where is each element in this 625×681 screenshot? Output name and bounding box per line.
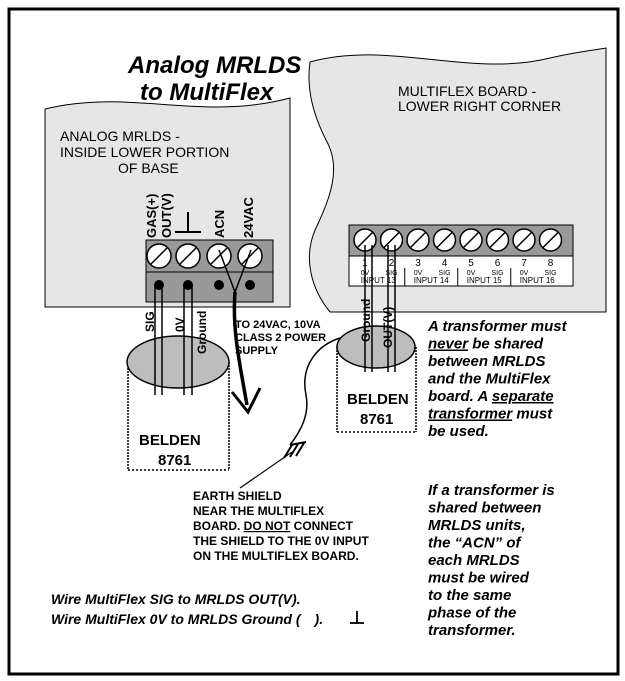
multiflex-wires — [364, 245, 396, 372]
power-supply-arrow — [230, 291, 262, 415]
multiflex-board-label-1: MULTIFLEX BOARD - — [398, 83, 537, 99]
belden-left-line-2: 8761 — [158, 452, 191, 469]
wire-instruction-1: Wire MultiFlex SIG to MRLDS OUT(V). — [51, 591, 301, 607]
mf-terminal-number: 5 — [468, 258, 474, 269]
transformer-note-line-7: be used. — [428, 423, 489, 440]
belden-left-line-1: BELDEN — [139, 432, 201, 449]
earth-shield-pointer — [239, 451, 293, 489]
mf-terminal-label: SIG — [491, 270, 503, 277]
wire-label-sig: SIG — [143, 311, 157, 332]
transformer-note-line-5: board. A separate — [428, 388, 554, 405]
acn-note-line-7: to the same — [428, 587, 511, 604]
mrlds-terminal-label-gas: GAS(+) — [144, 194, 159, 238]
ground-symbol — [175, 212, 201, 233]
mrlds-screw-2 — [175, 243, 201, 269]
transformer-note-line-3: between MRLDS — [428, 353, 546, 370]
mrlds-terminal-block — [145, 239, 274, 303]
mf-terminal-number: 8 — [548, 258, 554, 269]
mrlds-socket-4 — [245, 280, 255, 290]
mrlds-screw-3 — [206, 243, 232, 269]
mf-screw-4 — [432, 228, 457, 252]
mrlds-screw-1 — [146, 243, 172, 269]
earth-shield-wire — [289, 337, 341, 446]
transformer-note-line-1: A transformer must — [427, 318, 568, 335]
mf-terminal-label: SIG — [385, 270, 397, 277]
acn-note-line-4: the “ACN” of — [428, 535, 522, 552]
title-line-2: to MultiFlex — [140, 79, 275, 106]
wire-instruction-2-post: ). — [313, 611, 324, 627]
mrlds-terminal-label-acn: ACN — [212, 210, 227, 238]
mf-screw-8 — [538, 228, 563, 252]
mrlds-board-label-1: ANALOG MRLDS - — [60, 128, 180, 144]
earth-shield-line-5: ON THE MULTIFLEX BOARD. — [193, 549, 359, 563]
mf-terminal-label: 0V — [467, 270, 476, 277]
earth-shield-line-2: NEAR THE MULTIFLEX — [193, 504, 324, 518]
mrlds-screw-4 — [237, 243, 263, 269]
power-supply-label-2: CLASS 2 POWER — [235, 332, 326, 344]
transformer-note-line-6: transformer must — [428, 406, 553, 423]
acn-note-line-2: shared between — [428, 500, 541, 517]
wire-label-0v: 0V — [173, 317, 187, 332]
acn-note-line-5: each MRLDS — [428, 552, 520, 569]
mf-terminal-number: 6 — [495, 258, 501, 269]
mrlds-wires — [154, 249, 252, 395]
mf-terminal-number: 3 — [415, 258, 421, 269]
earth-symbol-icon — [283, 441, 307, 459]
mf-wire-label-out: OUT(V) — [381, 307, 395, 348]
mf-terminal-number: 7 — [521, 258, 527, 269]
diagram-frame — [7, 7, 620, 676]
title-line-1: Analog MRLDS — [127, 52, 301, 79]
mf-terminal-number: 4 — [442, 258, 448, 269]
mf-input-label: INPUT 16 — [520, 276, 556, 285]
acn-note-line-3: MRLDS units, — [428, 517, 526, 534]
acn-note-line-6: must be wired — [428, 570, 530, 587]
power-supply-label-1: TO 24VAC, 10VA — [235, 319, 321, 331]
mf-screw-3 — [406, 228, 430, 252]
transformer-note-line-4: and the MultiFlex — [428, 371, 551, 388]
mrlds-socket-3 — [214, 280, 224, 290]
wire-instruction-2: Wire MultiFlex 0V to MRLDS Ground (). — [51, 611, 323, 627]
belden-cable-left — [126, 335, 230, 471]
belden-right-line-1: BELDEN — [347, 391, 409, 408]
earth-shield-line-4: THE SHIELD TO THE 0V INPUT — [193, 534, 369, 548]
mf-terminal-label: SIG — [438, 270, 450, 277]
wire-label-ground: Ground — [195, 311, 209, 354]
acn-note-line-8: phase of the — [427, 605, 516, 622]
mrlds-socket-2 — [183, 280, 193, 290]
acn-note-line-9: transformer. — [428, 622, 516, 639]
earth-shield-line-1: EARTH SHIELD — [193, 489, 282, 503]
earth-shield-line-3: BOARD. DO NOT CONNECT — [193, 519, 354, 533]
mf-screw-7 — [512, 228, 536, 252]
transformer-note-line-2: never be shared — [428, 336, 544, 353]
wire-instruction-2-pre: Wire MultiFlex 0V to MRLDS Ground ( — [51, 611, 302, 627]
mf-terminal-label: 0V — [414, 270, 423, 277]
mf-screw-2 — [379, 228, 404, 252]
mf-screw-5 — [459, 228, 483, 252]
acn-note-line-1: If a transformer is — [428, 482, 555, 499]
ground-inline-icon — [350, 611, 364, 624]
mrlds-terminal-label-24vac: 24VAC — [241, 196, 256, 238]
belden-right-line-2: 8761 — [360, 411, 393, 428]
mf-input-label: INPUT 15 — [467, 276, 503, 285]
mrlds-board-label-2: INSIDE LOWER PORTION — [60, 144, 229, 160]
mf-input-label: INPUT 14 — [414, 276, 450, 285]
mf-terminal-label: 0V — [520, 270, 529, 277]
mf-terminal-number: 2 — [389, 258, 395, 269]
mf-screw-6 — [485, 228, 510, 252]
power-supply-label-3: SUPPLY — [235, 345, 279, 357]
multiflex-board-label-2: LOWER RIGHT CORNER — [398, 98, 561, 114]
mrlds-board-label-3: OF BASE — [118, 160, 179, 176]
mf-terminal-label: SIG — [544, 270, 556, 277]
mrlds-terminal-label-out: OUT(V) — [159, 193, 174, 238]
mf-input-label: INPUT 13 — [361, 276, 397, 285]
mf-wire-label-ground: Ground — [359, 299, 373, 342]
